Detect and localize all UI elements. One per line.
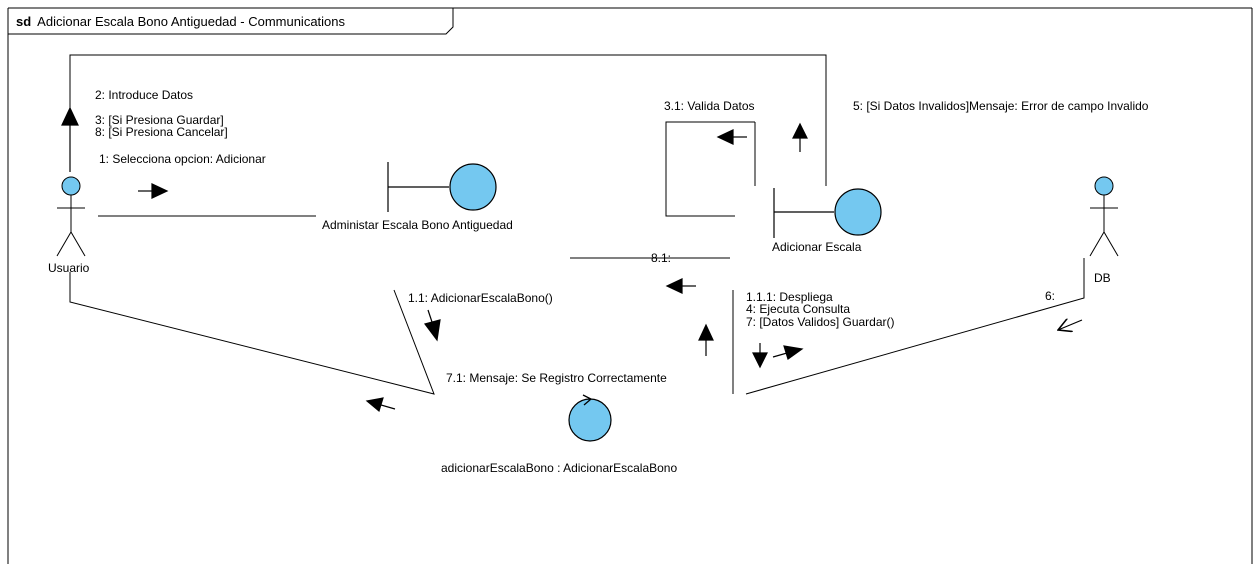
msg-guardar: 7: [Datos Validos] Guardar() <box>746 315 895 329</box>
msg-8-1: 8.1: <box>651 251 671 265</box>
link-usuario-control <box>69 272 435 395</box>
msg-adicionar-escala-bono-call: 1.1: AdicionarEscalaBono() <box>408 291 553 305</box>
frame-keyword: sd <box>16 14 31 29</box>
arrow-open-6 <box>1058 320 1083 330</box>
diagram-frame: sd Adicionar Escala Bono Antiguedad - Com… <box>7 7 1253 564</box>
msg-valida-datos: 3.1: Valida Datos <box>664 99 755 113</box>
arrow-right-guardar <box>772 345 804 360</box>
actor-head <box>1094 176 1114 196</box>
msg-despliega: 1.1.1: Despliega <box>746 290 833 304</box>
msg-error-campo-invalido: 5: [Si Datos Invalidos]Mensaje: Error de… <box>853 99 1149 113</box>
arrow-up-usuario <box>61 106 79 172</box>
control-adicionar-escala-bono[interactable] <box>568 394 612 442</box>
msg-6: 6: <box>1045 289 1055 303</box>
arrow-left-usuario <box>365 397 396 413</box>
link-self-valida-datos <box>665 121 756 217</box>
message-labels: 2: Introduce Datos 3: [Si Presiona Guard… <box>95 88 1149 385</box>
arrow-left-valida-datos <box>716 129 747 145</box>
actor-head <box>61 176 81 196</box>
actor-db[interactable] <box>1089 176 1119 257</box>
msg-ejecuta-consulta: 4: Ejecuta Consulta <box>746 302 850 316</box>
message-arrows <box>61 106 808 413</box>
control-label: adicionarEscalaBono : AdicionarEscalaBon… <box>441 461 677 475</box>
boundary-administar[interactable] <box>387 162 497 212</box>
arrow-up-mensaje-7-1 <box>698 323 714 356</box>
link-control-db <box>745 258 1085 395</box>
arrow-down-adicionar-escala-bono <box>423 309 441 342</box>
actor-usuario-label: Usuario <box>48 261 90 275</box>
msg-selecciona-opcion: 1: Selecciona opcion: Adicionar <box>99 152 266 166</box>
msg-introduce-datos: 2: Introduce Datos <box>95 88 193 102</box>
frame-name: Adicionar Escala Bono Antiguedad - Commu… <box>37 14 345 29</box>
arrow-down-despliega <box>752 343 768 369</box>
arrow-left-8-1 <box>665 278 696 294</box>
frame-title: sd Adicionar Escala Bono Antiguedad - Com… <box>16 14 346 29</box>
boundary-adicionar-escala[interactable] <box>773 188 882 238</box>
boundary-administar-label: Administar Escala Bono Antiguedad <box>322 218 513 232</box>
msg-si-presiona-guardar: 3: [Si Presiona Guardar] <box>95 113 224 127</box>
boundary-adicionar-escala-label: Adicionar Escala <box>772 240 862 254</box>
arrow-up-error <box>792 122 808 152</box>
actor-db-label: DB <box>1094 271 1111 285</box>
arrow-right-opcion <box>138 183 169 199</box>
msg-si-presiona-cancelar: 8: [Si Presiona Cancelar] <box>95 125 228 139</box>
msg-se-registro-correctamente: 7.1: Mensaje: Se Registro Correctamente <box>446 371 667 385</box>
actor-usuario[interactable] <box>56 176 86 257</box>
